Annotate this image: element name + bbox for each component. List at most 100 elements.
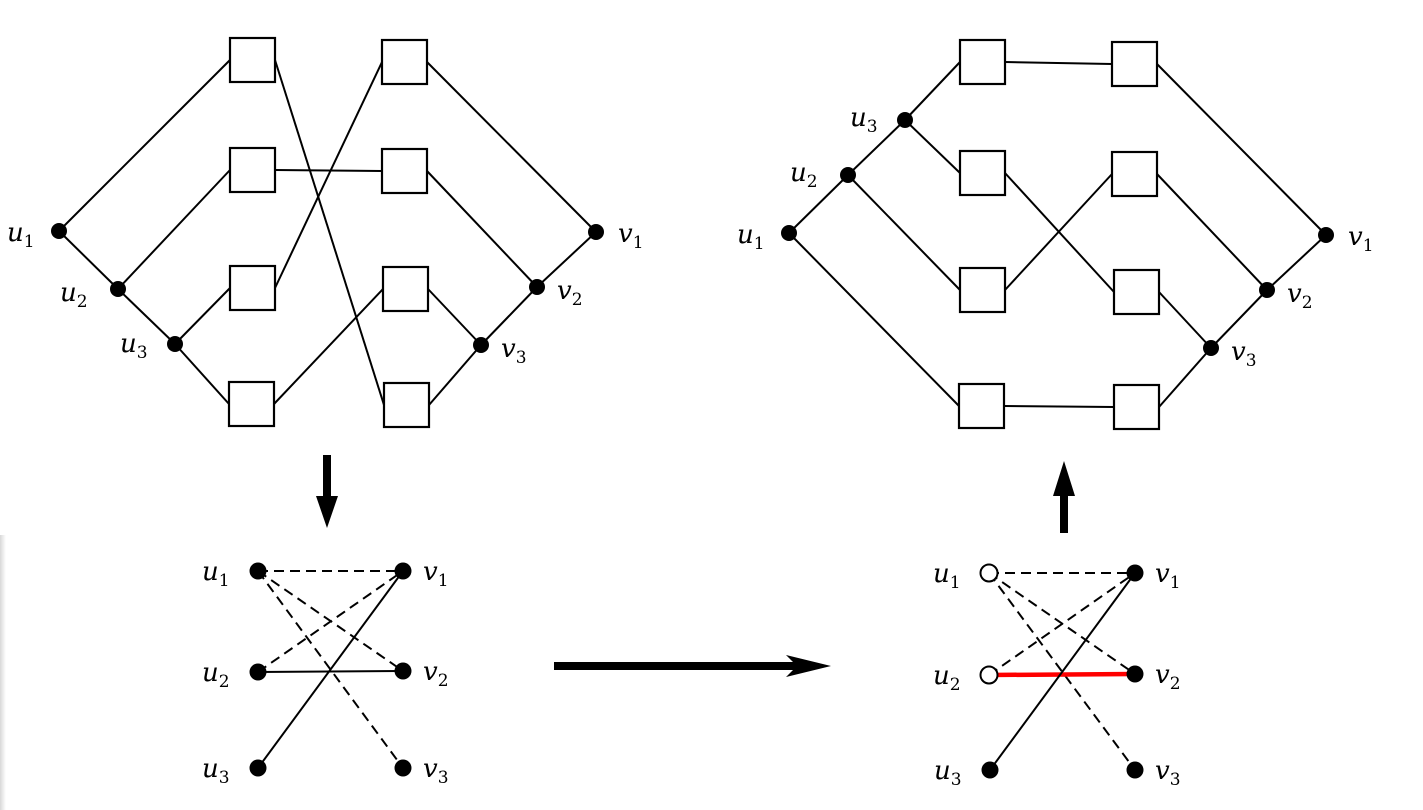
vertex-v3 bbox=[473, 337, 489, 353]
vertex-v2 bbox=[529, 279, 545, 295]
vertex-v1 bbox=[1126, 564, 1144, 582]
edge-L3-R1 bbox=[274, 61, 383, 289]
vertex-label-v2-subscript: 2 bbox=[1170, 674, 1181, 694]
vertex-u1 bbox=[51, 223, 67, 239]
vertex-label-u1-letter: u bbox=[933, 559, 950, 589]
vertex-label-u3-subscript: 3 bbox=[219, 768, 230, 788]
box-node-R2 bbox=[1110, 150, 1159, 198]
edge-u2-u3 bbox=[847, 119, 906, 176]
edge-u3-L1 bbox=[904, 61, 961, 121]
edge-u1-v3 bbox=[257, 570, 404, 769]
edge-u1-L1 bbox=[58, 59, 231, 232]
vertex-label-u2: u2 bbox=[60, 278, 88, 312]
vertex-label-v3-letter: v bbox=[423, 754, 438, 784]
vertex-label-v1-subscript: 1 bbox=[1363, 236, 1374, 256]
edge-u2-v2 bbox=[257, 670, 404, 673]
vertex-u1-open bbox=[979, 563, 999, 583]
vertex-v2 bbox=[1259, 282, 1275, 298]
edge-R2-v2 bbox=[1156, 173, 1268, 291]
vertex-label-u3-letter: u bbox=[934, 756, 951, 786]
vertex-label-u3: u3 bbox=[850, 103, 878, 137]
edge-R3-v3 bbox=[1158, 291, 1212, 349]
box-node-R1 bbox=[380, 38, 429, 86]
edge-v2-v3 bbox=[1210, 289, 1268, 349]
vertex-label-v3-letter: v bbox=[1155, 756, 1170, 786]
vertex-label-v2: v2 bbox=[1155, 660, 1181, 694]
vertex-label-v2-letter: v bbox=[423, 657, 438, 687]
vertex-label-v3-subscript: 3 bbox=[438, 768, 449, 788]
vertex-label-v2-letter: v bbox=[557, 276, 572, 306]
vertex-label-u1: u1 bbox=[933, 559, 961, 593]
vertex-label-u3-letter: u bbox=[120, 329, 137, 359]
box-node-L1 bbox=[958, 38, 1007, 86]
vertex-label-u2: u2 bbox=[202, 658, 230, 692]
edge-u2-L2 bbox=[117, 169, 231, 290]
vertex-label-u1-letter: u bbox=[737, 220, 754, 250]
vertex-label-u3-subscript: 3 bbox=[867, 117, 878, 137]
edge-u1-u2 bbox=[58, 230, 119, 290]
vertex-label-u1: u1 bbox=[737, 220, 765, 254]
vertex-label-u2-subscript: 2 bbox=[219, 672, 230, 692]
vertex-label-v3: v3 bbox=[423, 754, 449, 788]
edge-L2-R3 bbox=[1004, 172, 1115, 293]
edge-L4-R3 bbox=[273, 288, 384, 405]
vertex-label-u2-subscript: 2 bbox=[77, 292, 88, 312]
box-node-R2 bbox=[380, 147, 429, 195]
edge-L2-R2 bbox=[274, 169, 383, 172]
edge-L4-R4 bbox=[1003, 405, 1115, 408]
vertex-u3 bbox=[981, 761, 999, 779]
vertex-label-u1-subscript: 1 bbox=[754, 234, 765, 254]
edge-L1-R4 bbox=[274, 59, 385, 406]
vertex-label-u3: u3 bbox=[934, 756, 962, 790]
vertex-v3 bbox=[1203, 340, 1219, 356]
box-node-R4 bbox=[1112, 383, 1161, 431]
vertex-label-v1-letter: v bbox=[1348, 222, 1363, 252]
box-node-R4 bbox=[382, 381, 431, 429]
vertex-label-u1-letter: u bbox=[202, 557, 219, 587]
box-node-L3 bbox=[228, 264, 277, 312]
vertex-label-u2-subscript: 2 bbox=[950, 675, 961, 695]
vertex-label-v3: v3 bbox=[1155, 756, 1181, 790]
vertex-u3 bbox=[897, 112, 913, 128]
vertex-label-v3: v3 bbox=[1231, 337, 1257, 371]
vertex-v1 bbox=[394, 562, 412, 580]
box-node-R3 bbox=[381, 265, 430, 313]
edge-R4-v3 bbox=[428, 344, 482, 406]
vertex-label-u3-letter: u bbox=[850, 103, 867, 133]
vertex-label-v2: v2 bbox=[423, 657, 449, 691]
vertex-label-v3-subscript: 3 bbox=[1246, 351, 1257, 371]
edge-u2-v2-highlighted bbox=[988, 671, 1136, 678]
vertex-u2 bbox=[840, 167, 856, 183]
edge-u3-v1 bbox=[257, 570, 404, 769]
edge-u2-u3 bbox=[117, 288, 176, 345]
page-edge-shadow bbox=[0, 535, 6, 810]
vertex-v3 bbox=[394, 759, 412, 777]
edge-R1-v1 bbox=[1156, 63, 1327, 236]
edge-v1-v2 bbox=[536, 231, 597, 288]
vertex-label-u3: u3 bbox=[120, 329, 148, 363]
vertex-label-v3-letter: v bbox=[501, 334, 516, 364]
vertex-label-v1: v1 bbox=[423, 557, 449, 591]
edge-u2-v1 bbox=[257, 570, 404, 673]
vertex-label-u1-subscript: 1 bbox=[950, 573, 961, 593]
edge-R3-v3 bbox=[427, 288, 482, 346]
vertex-v2 bbox=[394, 662, 412, 680]
edge-u1-u2 bbox=[788, 174, 849, 234]
vertex-label-v2-letter: v bbox=[1155, 660, 1170, 690]
vertex-label-u3-subscript: 3 bbox=[951, 770, 962, 790]
edge-u1-L4 bbox=[788, 232, 960, 407]
box-node-L2 bbox=[958, 149, 1007, 197]
edge-v1-v2 bbox=[1266, 234, 1327, 291]
box-node-R1 bbox=[1110, 40, 1159, 88]
edge-u1-v3 bbox=[988, 572, 1136, 771]
edge-R1-v1 bbox=[426, 61, 597, 233]
vertex-label-u3-subscript: 3 bbox=[137, 343, 148, 363]
edge-u3-v1 bbox=[989, 572, 1136, 771]
vertex-label-v2-subscript: 2 bbox=[1302, 293, 1313, 313]
box-node-L4 bbox=[957, 382, 1006, 430]
box-node-L2 bbox=[228, 146, 277, 194]
vertex-u2 bbox=[249, 663, 267, 681]
